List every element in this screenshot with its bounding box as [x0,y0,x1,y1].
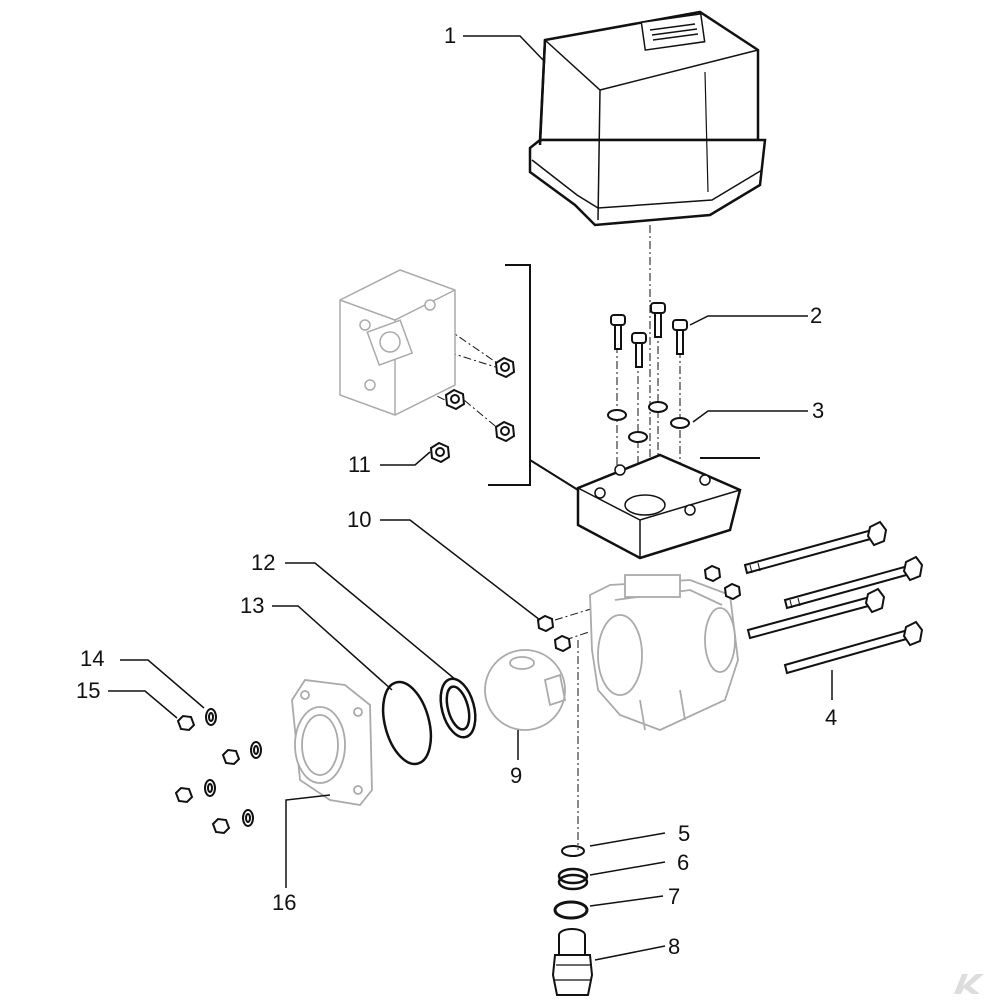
callout-10: 10 [347,507,372,532]
callout-9: 9 [510,763,523,788]
callout-1: 1 [444,23,457,48]
part-7-ring[interactable] [553,900,589,920]
part-15-nuts[interactable] [174,714,241,835]
part-10-nuts[interactable] [536,564,742,653]
part-1-actuator-cover[interactable] [528,10,767,227]
callout-6: 6 [677,850,690,875]
part-6-ring[interactable] [557,867,589,891]
brand-logo-icon [954,974,984,994]
callout-7: 7 [668,884,681,909]
part-9-ball[interactable] [484,649,567,731]
part-16-flange[interactable] [291,679,373,806]
callout-12: 12 [251,550,276,575]
group-brace [488,264,760,491]
bracket-ghost [339,269,456,416]
part-12-seat-ring[interactable] [435,675,481,741]
callout-2: 2 [810,303,823,328]
part-5-ring[interactable] [561,845,585,857]
part-11-nuts[interactable] [429,356,516,464]
callout-4: 4 [825,705,838,730]
callout-3: 3 [812,398,825,423]
callout-11: 11 [348,452,371,477]
part-3-washers[interactable] [607,401,690,443]
part-2-screws[interactable] [610,302,688,368]
valve-body[interactable] [589,574,739,731]
callout-8: 8 [668,934,681,959]
callout-14: 14 [80,646,105,671]
part-8-stem[interactable] [551,928,594,996]
callout-16: 16 [272,890,297,915]
part-13-o-ring[interactable] [375,677,439,770]
part-14-washers[interactable] [204,708,262,827]
part-4-bolts[interactable] [743,520,924,675]
callout-5: 5 [678,821,691,846]
callout-13: 13 [240,593,265,618]
leader-lines [108,35,833,961]
mounting-bracket[interactable] [576,453,742,560]
callout-15: 15 [76,678,101,703]
